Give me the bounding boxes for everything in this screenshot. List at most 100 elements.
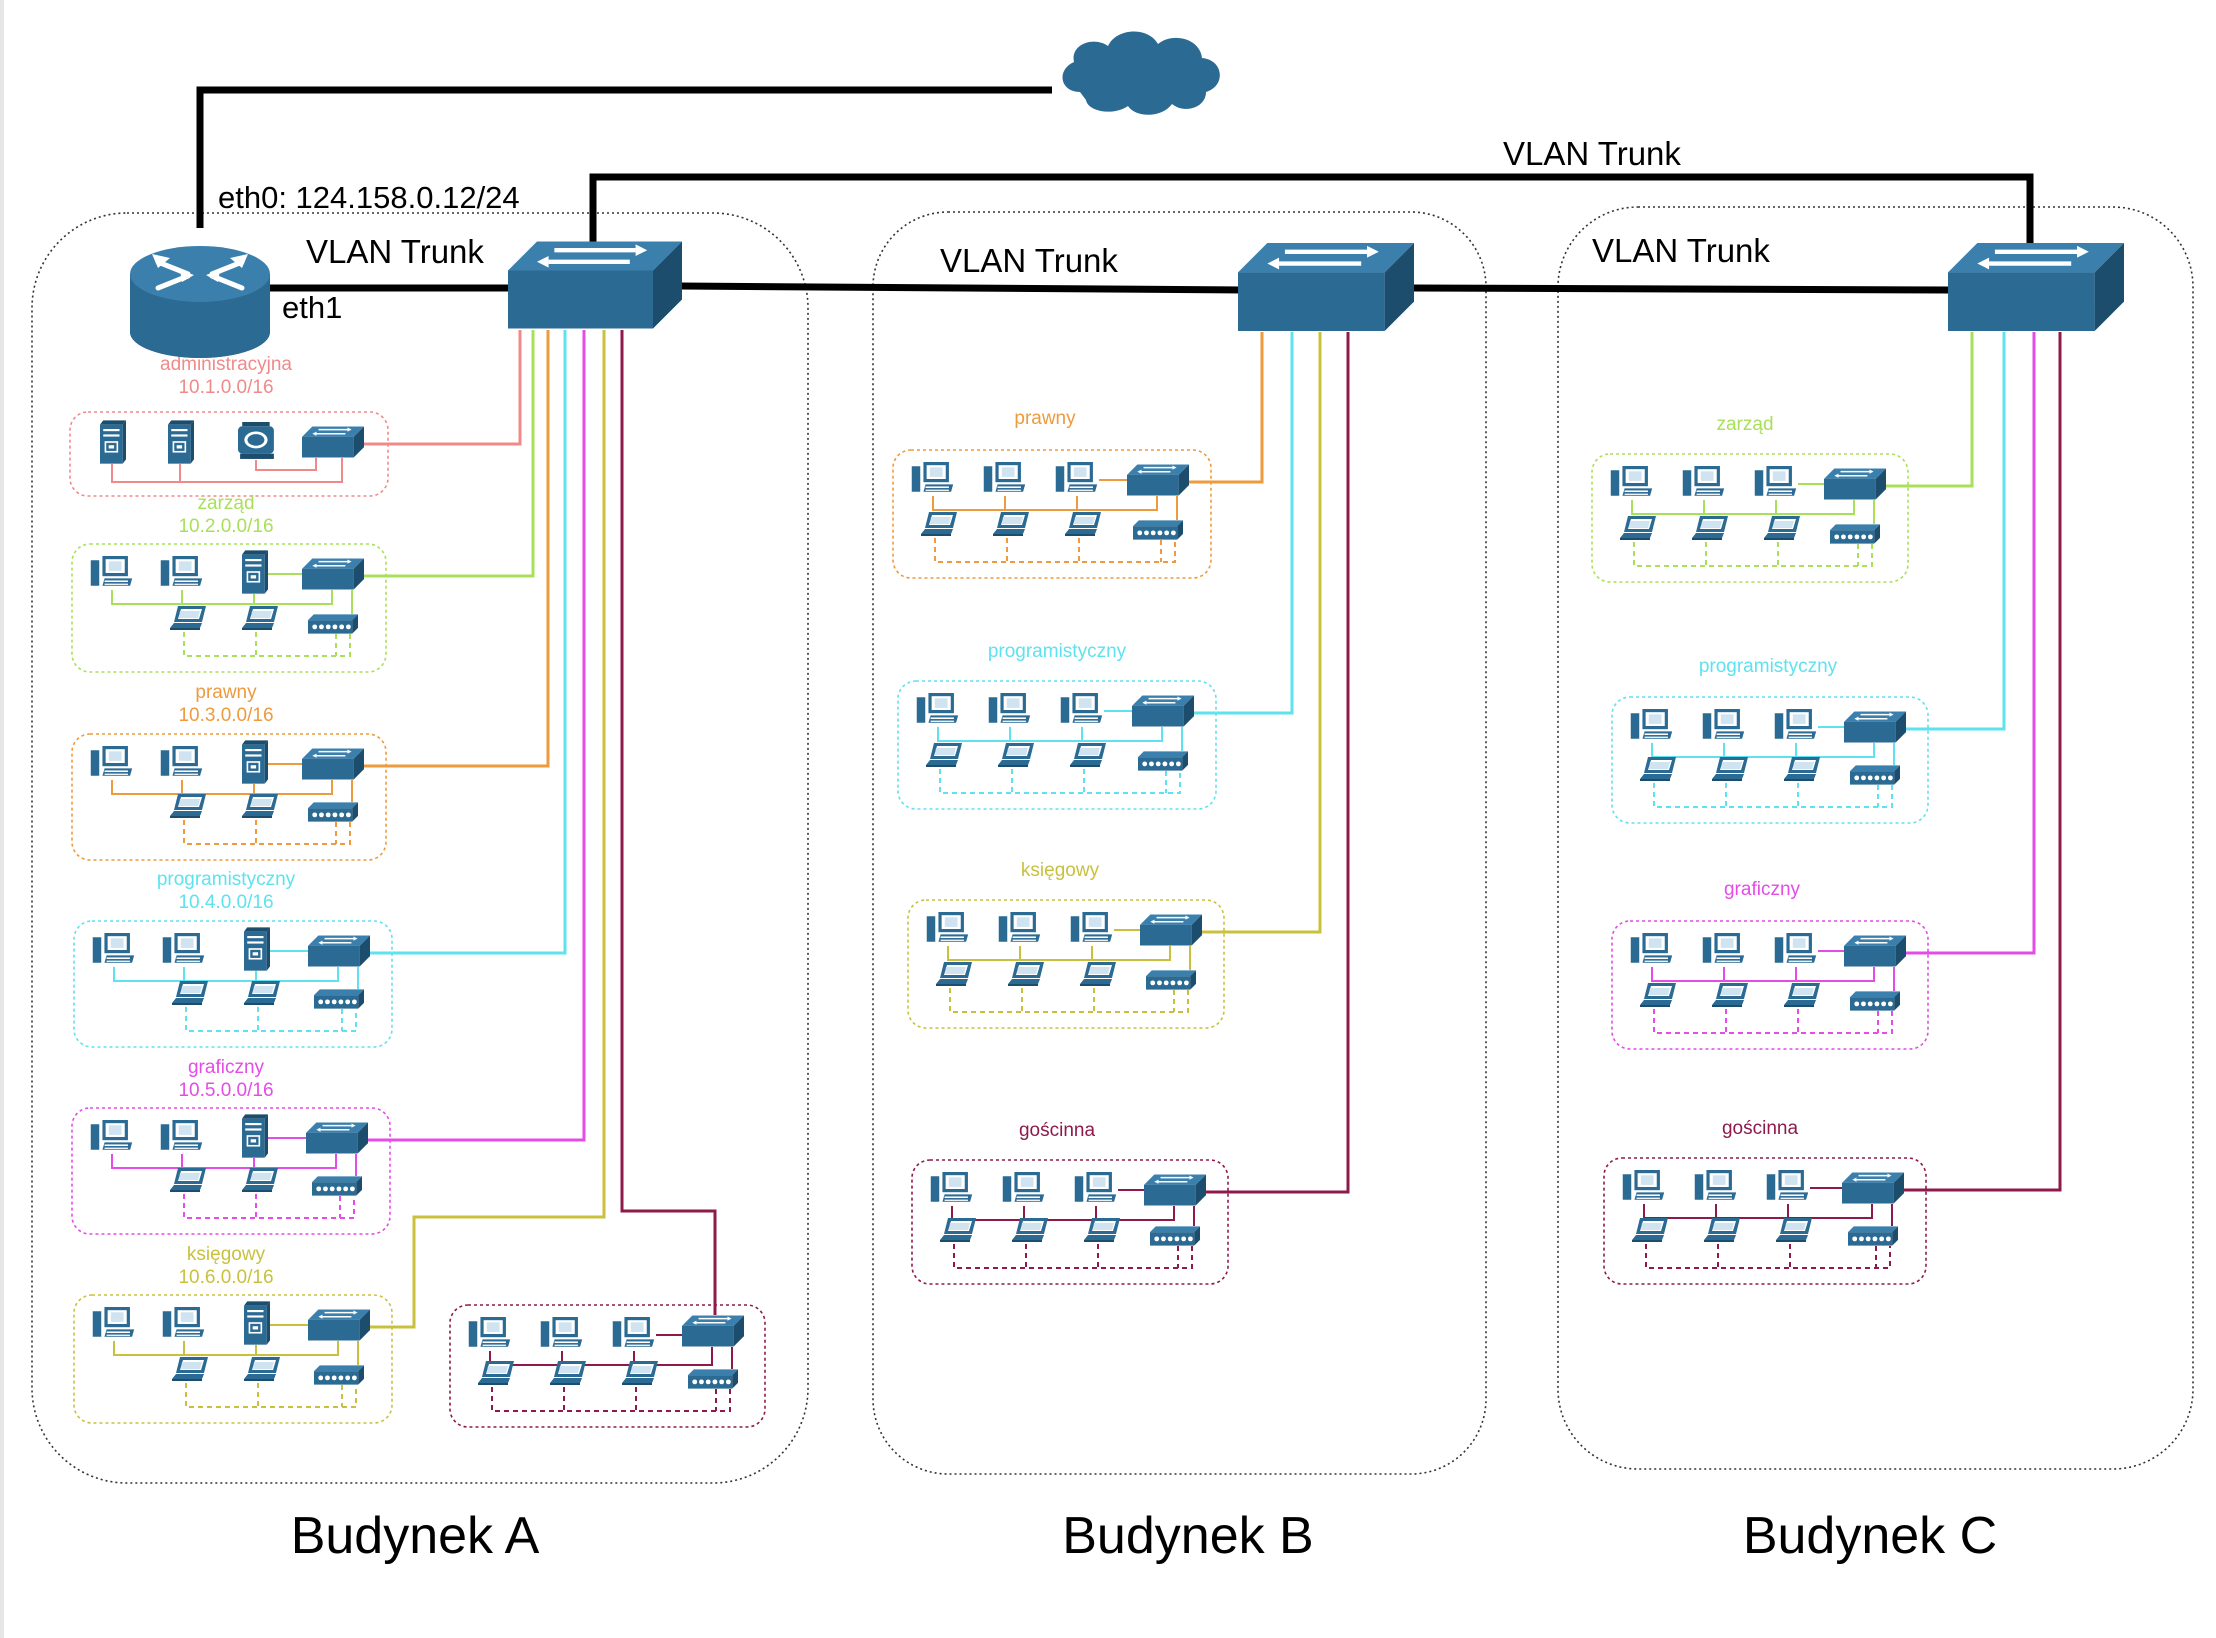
- dept-a-programistyczny-label: programistyczny: [157, 869, 296, 890]
- laptop-icon: [170, 794, 206, 818]
- pc-icon: [162, 933, 205, 963]
- pc-icon: [1060, 693, 1103, 723]
- dept-c-graficzny-bus: [1651, 967, 1875, 982]
- trunk-label-bc: VLAN Trunk: [1592, 232, 1770, 269]
- laptop-icon: [244, 981, 280, 1005]
- hub-icon: [308, 614, 358, 634]
- laptop-icon: [1776, 1218, 1812, 1242]
- dept-b-gościnna-label: gościnna: [1019, 1120, 1095, 1141]
- laptop-icon: [170, 1168, 206, 1192]
- dept-a-programistyczny-uplink: [370, 330, 567, 955]
- dept-b-prawny-wifi: [934, 538, 1176, 563]
- dept-a-graficzny-label: graficzny: [188, 1057, 265, 1078]
- hub-icon: [314, 1365, 364, 1385]
- laptop-icon: [1784, 983, 1820, 1007]
- dept-b-prawny-label: prawny: [1014, 408, 1076, 429]
- building-a-outline: [31, 212, 809, 1484]
- pc-icon: [1766, 1170, 1809, 1200]
- building-b-title: Budynek B: [1062, 1507, 1314, 1565]
- pc-icon: [90, 1120, 133, 1150]
- server-icon: [244, 927, 270, 971]
- hub-icon: [1146, 970, 1196, 990]
- server-icon: [242, 550, 268, 594]
- laptop-icon: [1640, 983, 1676, 1007]
- dept-a-zarząd-uplink: [364, 330, 535, 578]
- pc-icon: [1774, 709, 1817, 739]
- dept-a-programistyczny-box: [73, 920, 393, 1048]
- dept-b-księgowy-label: księgowy: [1021, 860, 1100, 881]
- hub-icon: [1848, 1226, 1898, 1246]
- laptop-icon: [242, 794, 278, 818]
- laptop-icon: [1620, 516, 1656, 540]
- laptop-icon: [940, 1218, 976, 1242]
- switch-icon: [308, 1309, 370, 1341]
- hub-icon: [314, 989, 364, 1009]
- dept-c-zarząd-bus: [1631, 500, 1855, 515]
- pc-icon: [92, 933, 135, 963]
- laptop-icon: [1070, 743, 1106, 767]
- pc-icon: [1622, 1170, 1665, 1200]
- pc-icon: [1074, 1172, 1117, 1202]
- dept-b-programistyczny-box: [897, 680, 1217, 810]
- switch-icon: [1144, 1174, 1206, 1206]
- switch-icon: [1132, 695, 1194, 727]
- server-icon: [244, 1301, 270, 1345]
- dept-a-zarząd-bus: [111, 590, 333, 605]
- pc-icon: [1754, 466, 1797, 496]
- laptop-icon: [242, 606, 278, 630]
- cloud-icon: [1062, 31, 1220, 115]
- dept-a-księgowy-uplink: [370, 330, 606, 1329]
- dept-b-gościnna-wifi: [953, 1244, 1193, 1269]
- pc-icon: [1702, 709, 1745, 739]
- switch-icon: [302, 748, 364, 780]
- dept-b-programistyczny-label: programistyczny: [988, 641, 1127, 662]
- dept-a-prawny-uplink: [364, 330, 550, 768]
- dept-a-administracyjna-bus: [111, 458, 343, 483]
- switch-icon: [1238, 243, 1414, 331]
- dept-b-programistyczny-wifi: [939, 769, 1181, 794]
- dept-b-gościnna-bus: [951, 1206, 1175, 1221]
- dept-b-prawny-uplink: [1189, 332, 1264, 484]
- laptop-icon: [170, 606, 206, 630]
- dept-a-księgowy-subnet: 10.6.0.0/16: [178, 1267, 273, 1288]
- dept-a-księgowy-box: [73, 1294, 393, 1424]
- dept-b-gościnna-box: [911, 1159, 1229, 1285]
- pc-icon: [1774, 933, 1817, 963]
- laptop-icon: [1712, 983, 1748, 1007]
- pc-icon: [160, 556, 203, 586]
- dept-c-graficzny-wifi: [1653, 1009, 1893, 1034]
- dept-c-programistyczny-uplink: [1906, 332, 2006, 731]
- pc-icon: [1610, 466, 1653, 496]
- server-icon: [100, 420, 126, 464]
- dept-a-zarząd-subnet: 10.2.0.0/16: [178, 516, 273, 537]
- dept-b-programistyczny-bus: [937, 727, 1163, 742]
- laptop-icon: [1640, 757, 1676, 781]
- switch-icon: [306, 1122, 368, 1154]
- laptop-icon: [993, 512, 1029, 536]
- dept-a-administracyjna-drop: [255, 458, 317, 471]
- dept-c-programistyczny-box: [1611, 696, 1929, 824]
- switch-icon: [682, 1315, 744, 1347]
- switch-icon: [1948, 243, 2124, 331]
- dept-c-graficzny-box: [1611, 920, 1929, 1050]
- dept-a-prawny-subnet: 10.3.0.0/16: [178, 705, 273, 726]
- dept-c-gościnna-label: gościnna: [1722, 1118, 1798, 1139]
- dept-a-programistyczny-subnet: 10.4.0.0/16: [178, 892, 273, 913]
- dept-b-księgowy-wifi: [949, 988, 1189, 1013]
- dept-a-graficzny-uplink: [368, 330, 586, 1142]
- dept-a-guest-wifi: [491, 1387, 731, 1412]
- pc-icon: [1630, 709, 1673, 739]
- dept-b-prawny-bus: [932, 496, 1158, 511]
- router-icon: [130, 246, 270, 358]
- dept-b-księgowy-bus: [947, 946, 1171, 961]
- laptop-icon: [1012, 1218, 1048, 1242]
- dept-b-prawny-box: [892, 449, 1212, 579]
- dept-c-zarząd-uplink: [1886, 332, 1974, 488]
- building-c-outline: [1557, 206, 2194, 1470]
- laptop-icon: [921, 512, 957, 536]
- hub-icon: [1850, 991, 1900, 1011]
- dept-b-księgowy-uplink: [1202, 332, 1322, 934]
- dept-a-administracyjna-box: [69, 411, 389, 497]
- dept-a-graficzny-wifi: [183, 1194, 355, 1219]
